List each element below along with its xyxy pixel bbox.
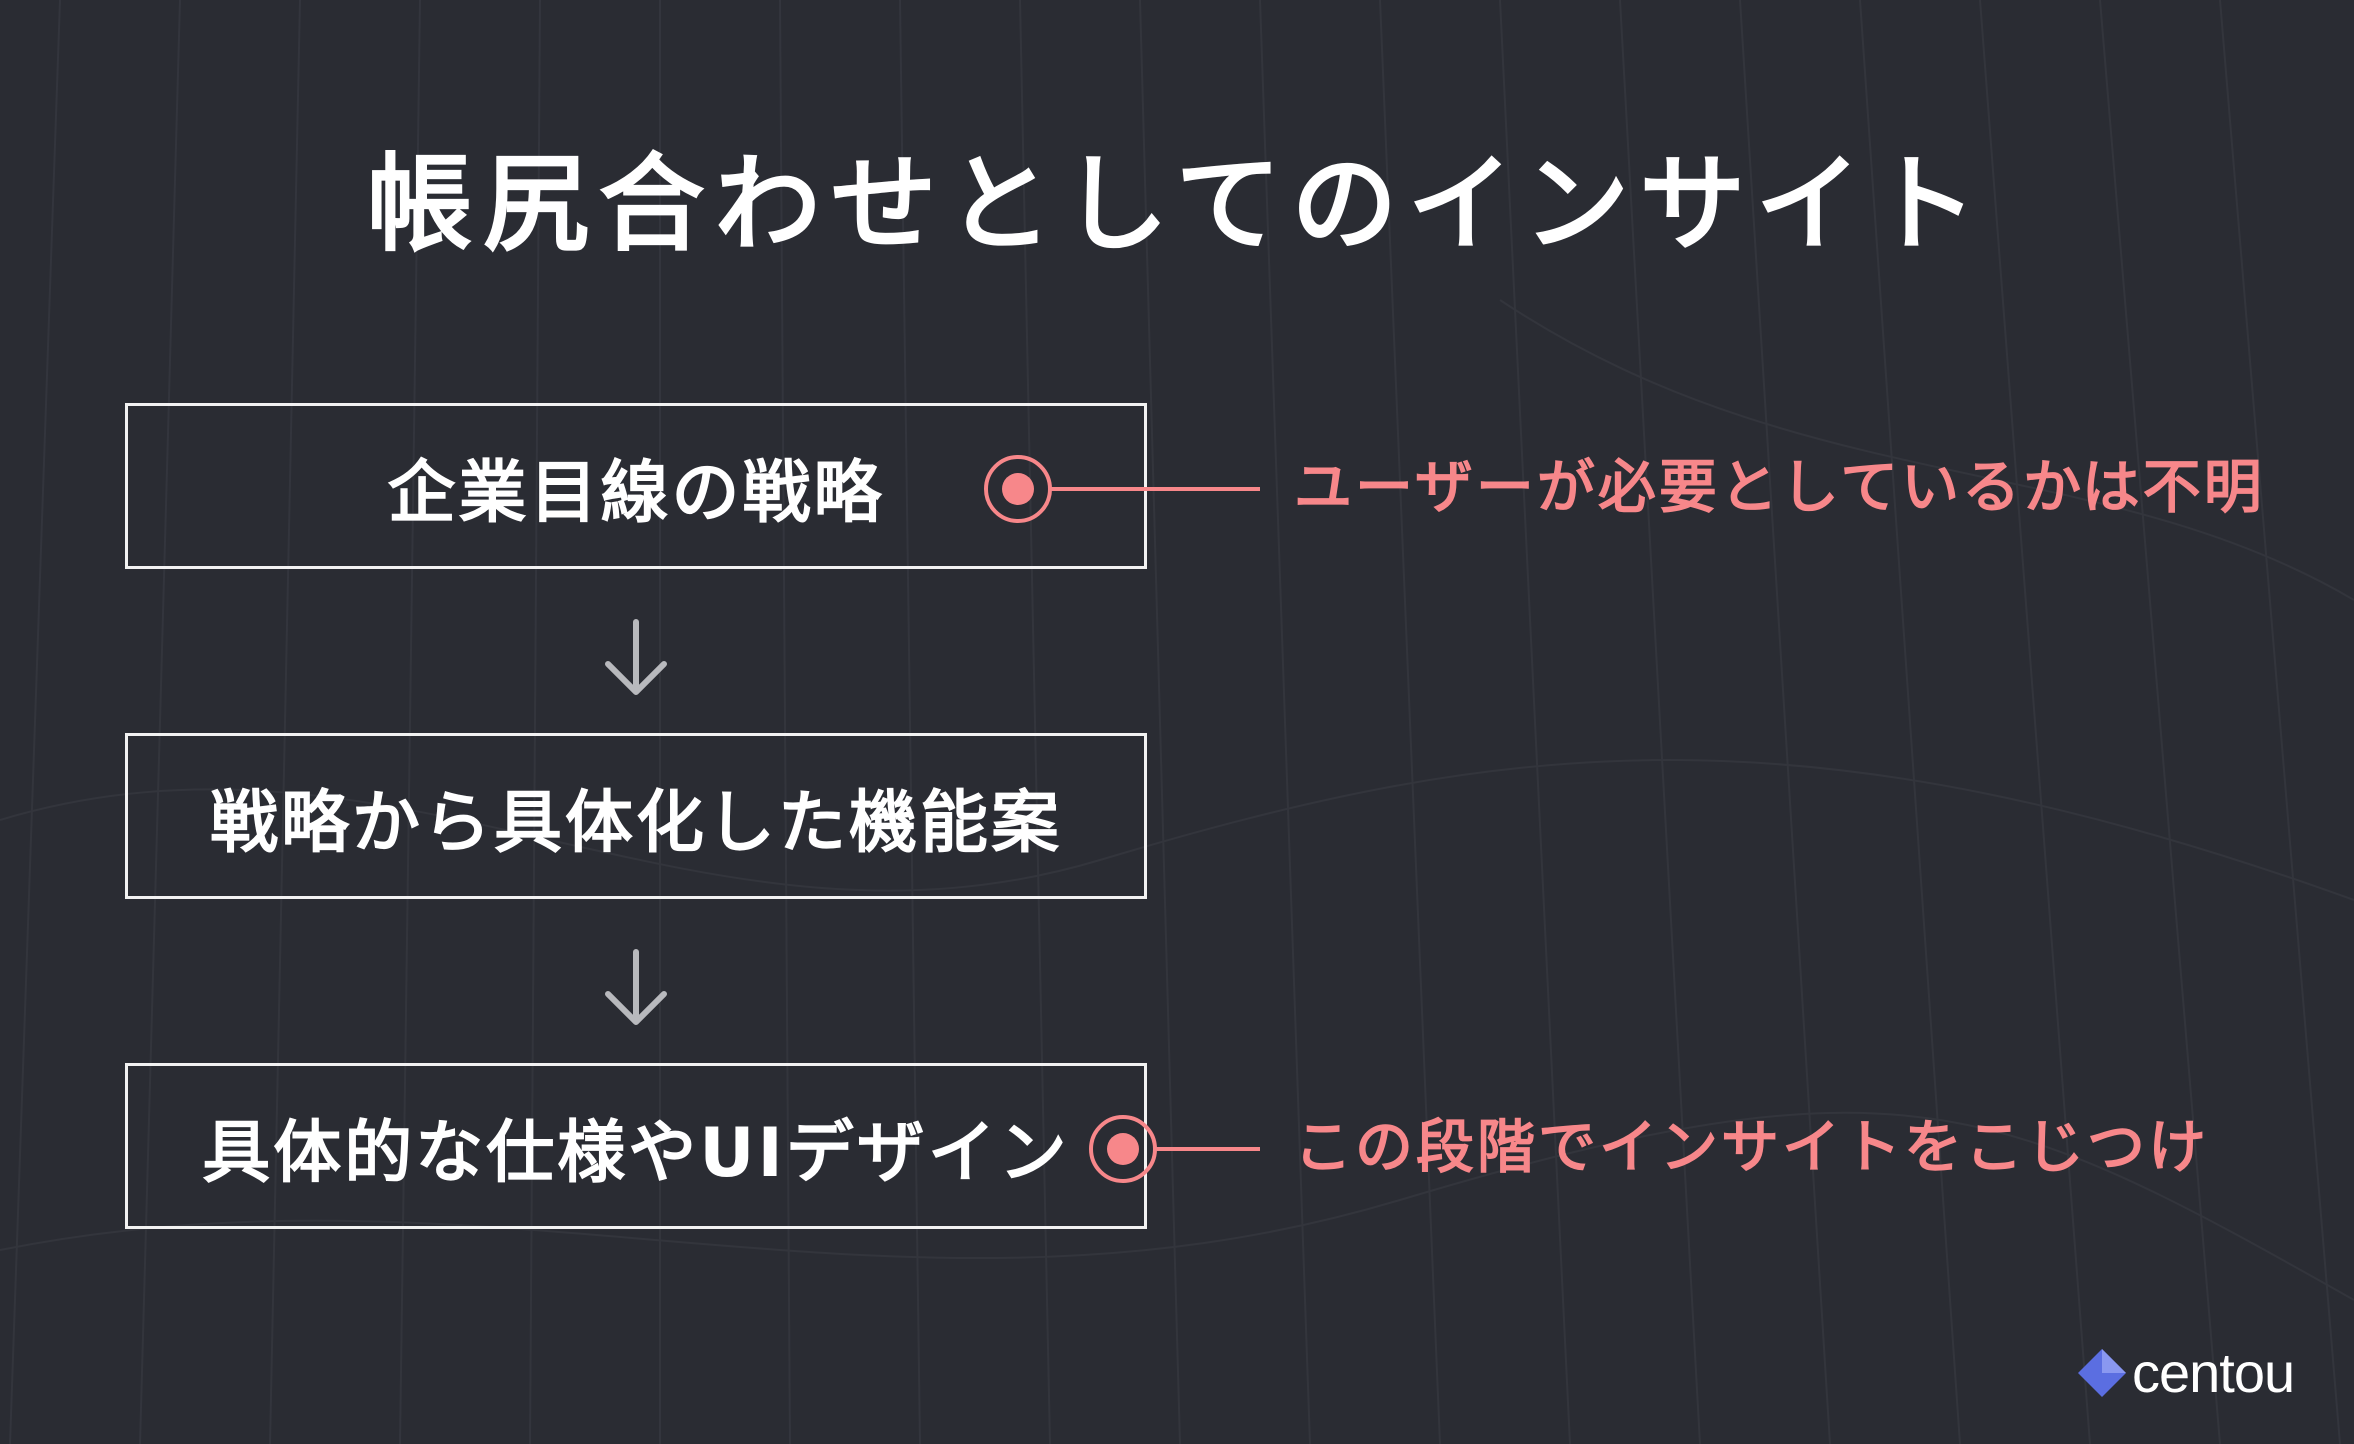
target-dot-icon	[1089, 1115, 1157, 1183]
callout-user-need-unknown: ユーザーが必要としているかは不明	[1294, 453, 2265, 521]
flow-step-company-strategy: 企業目線の戦略	[125, 403, 1147, 569]
slide-title: 帳尻合わせとしてのインサイト	[366, 143, 1988, 266]
down-arrow-icon	[605, 619, 667, 695]
callout-forced-insight: この段階でインサイトをこじつけ	[1294, 1113, 2210, 1181]
flow-step-ui-design: 具体的な仕様やUIデザイン	[125, 1063, 1147, 1229]
centou-logo: centou	[2076, 1340, 2295, 1405]
callout-connector-line	[1050, 487, 1260, 491]
centou-logo-icon	[2078, 1348, 2126, 1397]
logo-text: centou	[2132, 1341, 2295, 1404]
target-dot-icon	[984, 455, 1052, 523]
flow-step-feature-proposal: 戦略から具体化した機能案	[125, 733, 1147, 899]
callout-connector-line	[1155, 1147, 1260, 1151]
down-arrow-icon	[605, 949, 667, 1025]
